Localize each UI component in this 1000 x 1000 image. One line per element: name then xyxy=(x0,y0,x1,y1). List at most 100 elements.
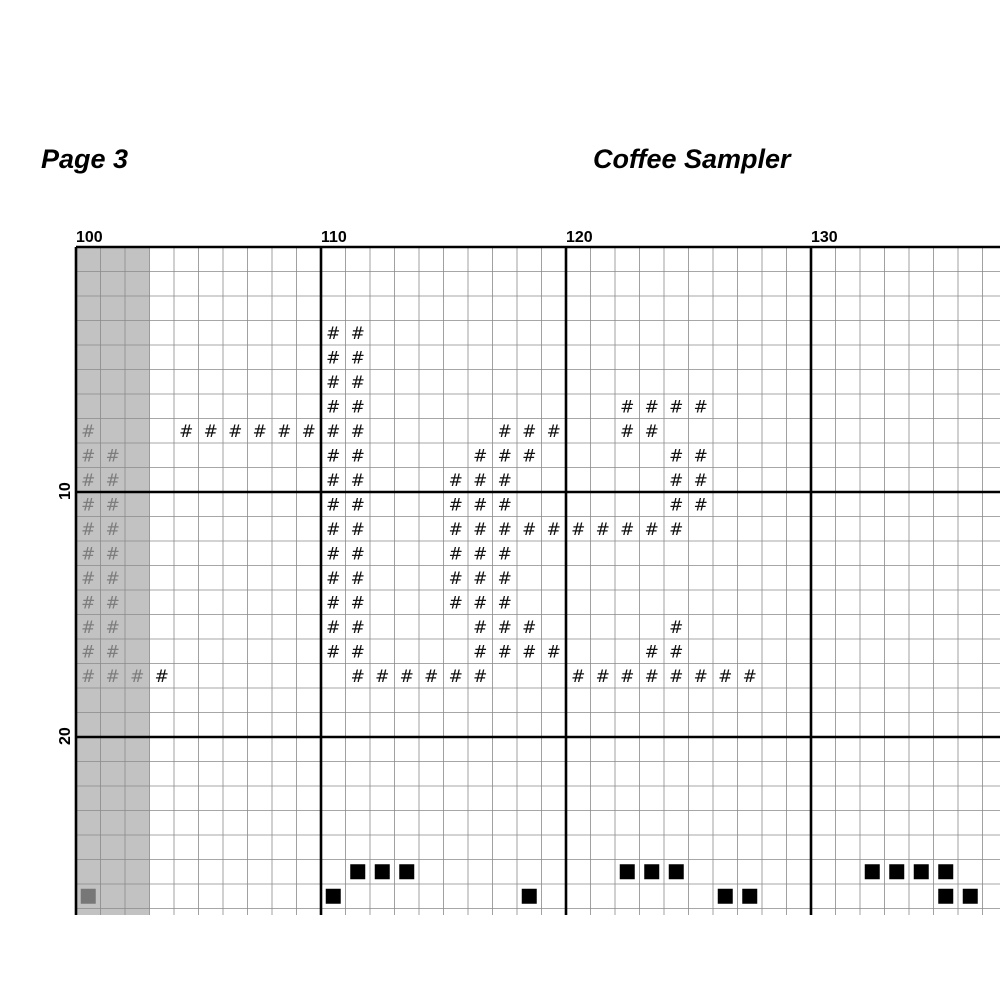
hash-stitch: # xyxy=(669,446,683,466)
solid-black-stitch xyxy=(864,864,880,880)
hash-stitch: # xyxy=(449,471,463,491)
hash-stitch: # xyxy=(400,667,414,687)
hash-stitch: # xyxy=(473,667,487,687)
hash-stitch: # xyxy=(155,667,169,687)
hash-stitch: # xyxy=(326,618,340,638)
hash-stitch: # xyxy=(81,520,95,540)
solid-black-stitch xyxy=(717,888,733,904)
hash-stitch: # xyxy=(351,544,365,564)
hash-stitch: # xyxy=(277,422,291,442)
solid-black-stitch xyxy=(889,864,905,880)
hash-stitch: # xyxy=(106,495,120,515)
hash-stitch: # xyxy=(204,422,218,442)
hash-stitch: # xyxy=(449,544,463,564)
hash-stitch: # xyxy=(106,569,120,589)
hash-stitch: # xyxy=(473,642,487,662)
hash-stitch: # xyxy=(571,667,585,687)
hash-stitch: # xyxy=(645,642,659,662)
hash-stitch: # xyxy=(596,667,610,687)
hash-stitch: # xyxy=(302,422,316,442)
hash-stitch: # xyxy=(522,618,536,638)
hash-stitch: # xyxy=(326,446,340,466)
hash-stitch: # xyxy=(694,471,708,491)
hash-stitch: # xyxy=(718,667,732,687)
hash-stitch: # xyxy=(694,495,708,515)
hash-stitch: # xyxy=(326,569,340,589)
hash-stitch: # xyxy=(351,667,365,687)
column-label: 100 xyxy=(76,229,103,246)
hash-stitch: # xyxy=(547,422,561,442)
hash-stitch: # xyxy=(449,495,463,515)
hash-stitch: # xyxy=(326,520,340,540)
hash-stitch: # xyxy=(351,642,365,662)
solid-black-stitch xyxy=(644,864,660,880)
hash-stitch: # xyxy=(645,520,659,540)
hash-stitch: # xyxy=(351,520,365,540)
solid-black-stitch xyxy=(619,864,635,880)
hash-stitch: # xyxy=(106,618,120,638)
hash-stitch: # xyxy=(326,642,340,662)
row-label: 10 xyxy=(57,482,74,500)
solid-gray-stitch xyxy=(80,888,96,904)
hash-stitch: # xyxy=(81,593,95,613)
hash-stitch: # xyxy=(253,422,267,442)
hash-stitch: # xyxy=(473,544,487,564)
hash-stitch: # xyxy=(473,520,487,540)
hash-stitch: # xyxy=(596,520,610,540)
hash-stitch: # xyxy=(449,569,463,589)
hash-stitch: # xyxy=(522,446,536,466)
hash-stitch: # xyxy=(473,593,487,613)
hash-stitch: # xyxy=(106,593,120,613)
hash-stitch: # xyxy=(351,373,365,393)
hash-stitch: # xyxy=(669,520,683,540)
hash-stitch: # xyxy=(106,544,120,564)
hash-stitch: # xyxy=(351,422,365,442)
hash-stitch: # xyxy=(498,642,512,662)
hash-stitch: # xyxy=(620,667,634,687)
hash-stitch: # xyxy=(473,446,487,466)
hash-stitch: # xyxy=(81,544,95,564)
overlap-shading xyxy=(76,247,101,915)
hash-stitch: # xyxy=(473,618,487,638)
hash-stitch: # xyxy=(326,471,340,491)
page-number: Page 3 xyxy=(41,144,129,174)
hash-stitch: # xyxy=(351,471,365,491)
overlap-shading xyxy=(100,247,125,915)
hash-stitch: # xyxy=(326,544,340,564)
hash-stitch: # xyxy=(522,520,536,540)
hash-stitch: # xyxy=(498,422,512,442)
hash-stitch: # xyxy=(351,397,365,417)
hash-stitch: # xyxy=(498,520,512,540)
hash-stitch: # xyxy=(375,667,389,687)
hash-stitch: # xyxy=(81,618,95,638)
hash-stitch: # xyxy=(130,667,144,687)
hash-stitch: # xyxy=(351,569,365,589)
hash-stitch: # xyxy=(351,446,365,466)
hash-stitch: # xyxy=(498,544,512,564)
hash-stitch: # xyxy=(645,667,659,687)
hash-stitch: # xyxy=(81,642,95,662)
hash-stitch: # xyxy=(81,667,95,687)
hash-stitch: # xyxy=(498,569,512,589)
hash-stitch: # xyxy=(81,495,95,515)
hash-stitch: # xyxy=(522,642,536,662)
hash-stitch: # xyxy=(106,471,120,491)
hash-stitch: # xyxy=(106,667,120,687)
hash-stitch: # xyxy=(351,324,365,344)
hash-stitch: # xyxy=(571,520,585,540)
hash-stitch: # xyxy=(669,495,683,515)
hash-stitch: # xyxy=(351,618,365,638)
hash-stitch: # xyxy=(449,520,463,540)
hash-stitch: # xyxy=(228,422,242,442)
hash-stitch: # xyxy=(498,446,512,466)
hash-stitch: # xyxy=(645,422,659,442)
hash-stitch: # xyxy=(473,495,487,515)
hash-stitch: # xyxy=(498,618,512,638)
hash-stitch: # xyxy=(669,618,683,638)
hash-stitch: # xyxy=(106,520,120,540)
hash-stitch: # xyxy=(326,397,340,417)
hash-stitch: # xyxy=(326,495,340,515)
hash-stitch: # xyxy=(449,593,463,613)
overlap-shading xyxy=(125,247,150,915)
